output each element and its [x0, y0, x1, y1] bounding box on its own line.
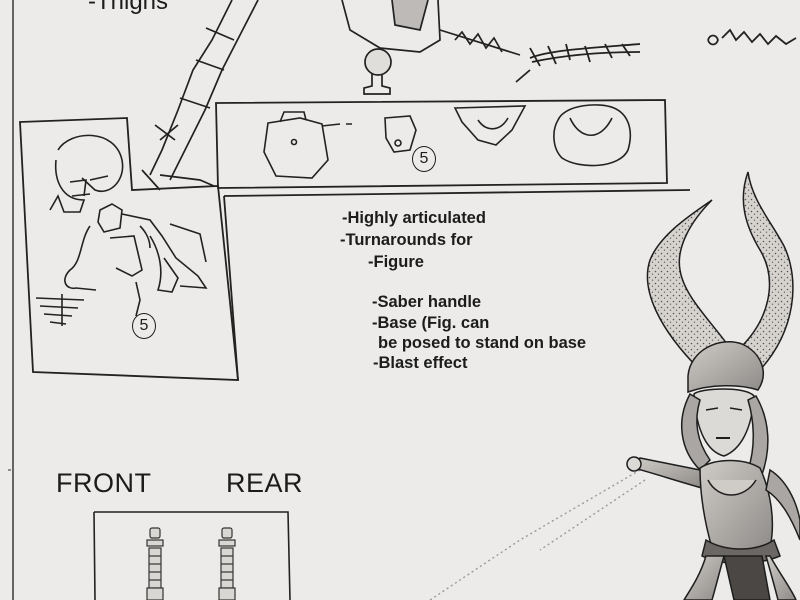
- head-parts-box: [19, 117, 240, 381]
- scribbled-notes: [515, 28, 797, 83]
- hair-piece: [35, 203, 208, 326]
- head-sketch: [49, 134, 124, 213]
- horned-figure: [626, 171, 800, 600]
- part-number-five-a: 5: [412, 146, 436, 172]
- note-base: -Base (Fig. can: [372, 314, 490, 332]
- armor-piece-top: [341, 0, 521, 95]
- part-belt-piece: [384, 115, 417, 153]
- note-base-continued: be posed to stand on base: [378, 334, 587, 352]
- note-highly-articulated: -Highly articulated: [342, 209, 486, 227]
- saber-handle-rear: [218, 527, 236, 600]
- part-bikini-top: [553, 104, 632, 167]
- part-torso-back: [263, 111, 352, 179]
- note-blast-effect: -Blast effect: [373, 354, 468, 372]
- saber-handle-front: [146, 527, 164, 600]
- thigh-leg-sketch: [141, 0, 259, 191]
- part-number-five-b: 5: [132, 313, 156, 339]
- rear-view-label: REAR: [226, 468, 304, 498]
- note-turnarounds: -Turnarounds for: [340, 231, 473, 249]
- blast-effect-sketch: [429, 469, 646, 600]
- part-bikini-bottom: [453, 105, 527, 146]
- parts-box: [215, 99, 668, 189]
- notes-box: [223, 189, 691, 381]
- note-figure: -Figure: [368, 253, 424, 271]
- note-saber-handle: -Saber handle: [372, 293, 482, 311]
- turnaround-box: [93, 511, 291, 600]
- front-view-label: FRONT: [56, 468, 152, 498]
- thighs-heading: -Thighs: [88, 0, 169, 15]
